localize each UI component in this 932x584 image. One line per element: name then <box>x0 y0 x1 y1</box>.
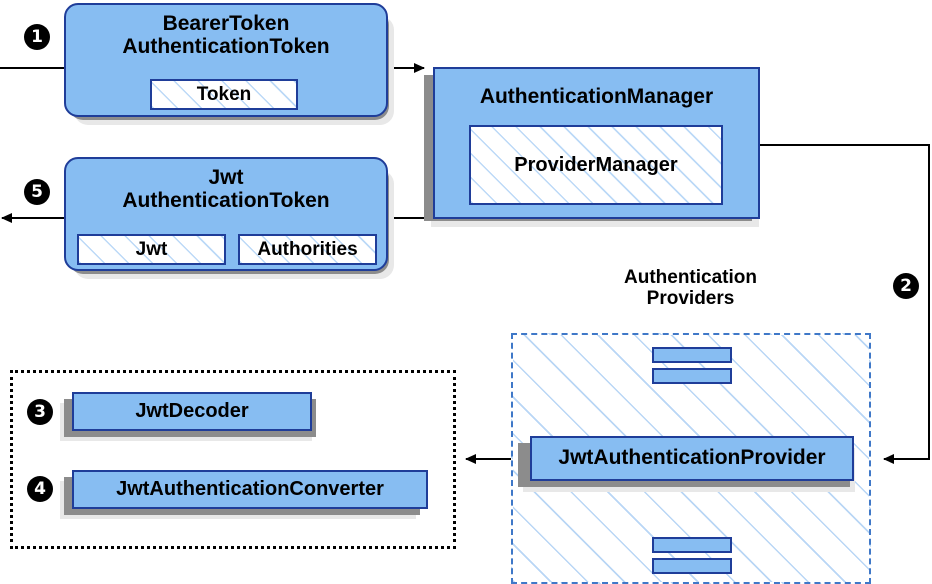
node-jwt-authentication-converter-title: JwtAuthenticationConverter <box>116 477 384 500</box>
node-authentication-manager-title: AuthenticationManager <box>479 85 714 108</box>
node-jwt-authentication-token-title: Jwt AuthenticationToken <box>122 166 330 212</box>
badge-step-2: 2 <box>893 273 919 299</box>
field-jwt[interactable]: Jwt <box>77 234 226 265</box>
field-provider-manager[interactable]: ProviderManager <box>469 125 723 205</box>
badge-step-4: 4 <box>27 476 53 502</box>
field-authorities[interactable]: Authorities <box>238 234 377 265</box>
provider-stack-top-bar-2 <box>652 368 732 384</box>
node-jwt-decoder-title: JwtDecoder <box>135 399 249 422</box>
badge-step-3: 3 <box>27 399 53 425</box>
badge-step-1: 1 <box>24 24 50 50</box>
node-bearer-token-title: BearerToken AuthenticationToken <box>122 12 330 58</box>
provider-stack-top-bar-1 <box>652 347 732 363</box>
provider-stack-bottom-bar-2 <box>652 558 732 574</box>
provider-stack-bottom-bar-1 <box>652 537 732 553</box>
group-authentication-providers-label: Authentication Providers <box>624 267 757 310</box>
field-token[interactable]: Token <box>150 79 298 110</box>
badge-step-5: 5 <box>24 179 50 205</box>
node-jwt-authentication-provider-title: JwtAuthenticationProvider <box>558 446 826 470</box>
group-jwt-support <box>10 370 456 549</box>
node-jwt-authentication-provider[interactable]: JwtAuthenticationProvider <box>530 436 854 481</box>
node-jwt-decoder[interactable]: JwtDecoder <box>72 392 312 431</box>
node-jwt-authentication-converter[interactable]: JwtAuthenticationConverter <box>72 470 428 509</box>
connector-manager-to-provider <box>760 144 930 464</box>
